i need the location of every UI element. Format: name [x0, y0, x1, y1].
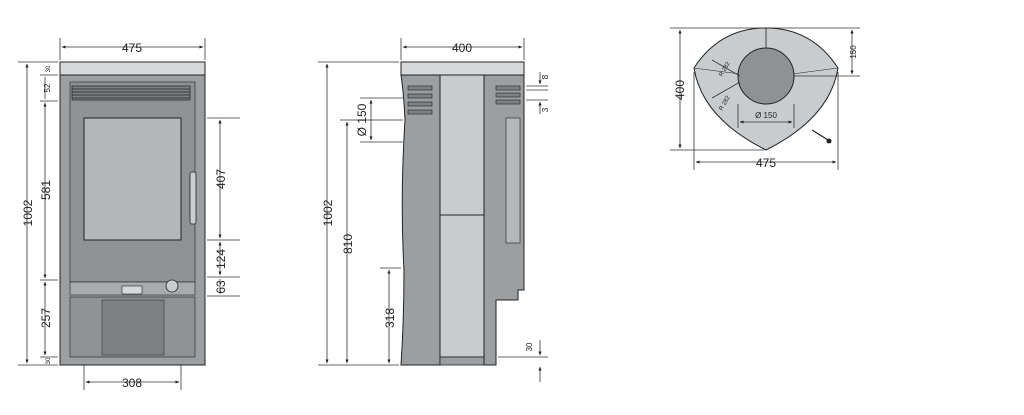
side-rear-panel [505, 117, 521, 244]
side-panel-upper [439, 74, 485, 216]
front-bottom-width-label: 308 [122, 376, 142, 390]
side-flue-diameter-label: Ø 150 [355, 103, 369, 136]
side-flue-height-label: 810 [341, 234, 355, 254]
front-glass-window [83, 117, 182, 241]
side-body [400, 74, 441, 366]
side-lower-height-label: 318 [383, 308, 397, 328]
ash-drawer-handle [121, 285, 143, 295]
front-seg-30-bottom-label: 30 [46, 357, 52, 364]
top-depth-label: 400 [673, 80, 687, 100]
top-width-label: 475 [756, 156, 776, 170]
side-depth-label: 400 [452, 41, 472, 55]
top-offset-label: 150 [849, 45, 858, 59]
front-width-label: 475 [122, 41, 142, 55]
front-vent-grille [71, 85, 191, 101]
air-control-knob-icon [165, 279, 179, 293]
top-handle-knob-icon [826, 138, 832, 144]
door-handle-icon [189, 171, 197, 225]
front-glass-height-label: 407 [214, 169, 228, 189]
front-view [59, 61, 206, 366]
top-seam-right [791, 67, 839, 75]
top-view [693, 27, 839, 151]
front-seg-581-label: 581 [39, 180, 53, 200]
side-dimension-labels: 400 1002 810 Ø 150 318 8 3 30 [321, 41, 550, 351]
top-flue-diameter-label: Ø 150 [755, 111, 777, 120]
front-seg-52-label: 52 [43, 83, 52, 92]
side-seg-8-label: 8 [541, 74, 550, 79]
front-seg-30-top-label: 30 [46, 65, 52, 72]
front-seg-63-label: 63 [214, 280, 228, 294]
side-seg-30-label: 30 [525, 342, 534, 351]
side-top-plate [400, 61, 525, 76]
side-panel-lower [439, 214, 485, 358]
side-total-height-label: 1002 [321, 199, 335, 226]
side-rear-vents [495, 85, 521, 105]
front-total-height-label: 1002 [21, 199, 35, 226]
front-dimensions [18, 38, 240, 390]
side-dimensions [318, 38, 548, 382]
side-view [400, 61, 525, 366]
side-front-vents [407, 85, 433, 115]
front-seg-257-label: 257 [39, 308, 53, 328]
side-panel-foot [439, 356, 485, 366]
front-top-plate [59, 61, 206, 76]
top-handle-stem [811, 129, 829, 141]
side-seg-3-label: 3 [541, 107, 550, 112]
front-dimension-labels: 475 308 1002 30 52 581 257 30 407 124 63 [21, 41, 228, 390]
front-base-recess [101, 299, 165, 356]
front-seg-124-label: 124 [214, 249, 228, 269]
top-dimensions [670, 27, 860, 170]
top-flue-collar [737, 47, 795, 105]
top-seam-left [693, 67, 741, 75]
